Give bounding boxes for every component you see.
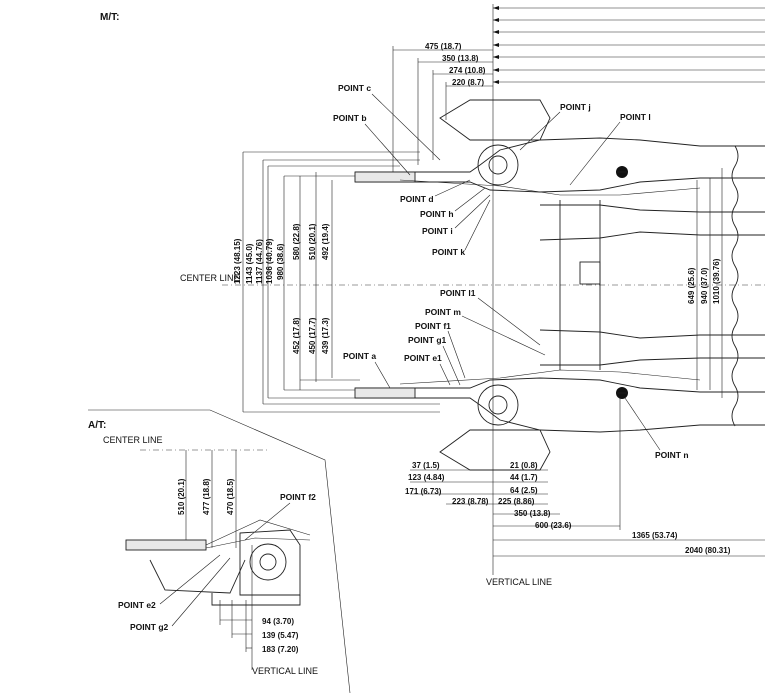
point-h-label: POINT h xyxy=(420,209,454,219)
bottom-dim-64: 64 (2.5) xyxy=(510,486,538,495)
at-left-dim-510: 510 (20.1) xyxy=(177,478,186,515)
bottom-dim-37: 37 (1.5) xyxy=(412,461,440,470)
point-l1-label: POINT l1 xyxy=(440,288,476,298)
at-vertical-line-label: VERTICAL LINE xyxy=(252,666,318,676)
at-bottom-dimension-lines xyxy=(219,545,253,670)
point-l-label: POINT l xyxy=(620,112,651,122)
left-dim-1036: 1036 (40.79) xyxy=(265,238,274,284)
at-frame-drawing xyxy=(125,519,311,606)
top-right-arrow-lines xyxy=(493,6,765,84)
at-left-dimension-lines xyxy=(185,450,237,548)
bottom-dim-225: 225 (8.86) xyxy=(498,497,535,506)
point-a-label: POINT a xyxy=(343,351,376,361)
left-dim-580: 580 (22.8) xyxy=(292,223,301,260)
left-dim-1137: 1137 (44.76) xyxy=(255,239,264,284)
bottom-dim-2040: 2040 (80.31) xyxy=(685,546,731,555)
point-j-label: POINT j xyxy=(560,102,591,112)
left-dim-450: 450 (17.7) xyxy=(308,317,317,354)
left-dim-1223: 1223 (48.15) xyxy=(233,238,242,284)
left-dim-492: 492 (19.4) xyxy=(321,223,330,260)
left-dim-510: 510 (20.1) xyxy=(308,223,317,260)
point-g2-label: POINT g2 xyxy=(130,622,169,632)
point-b-label: POINT b xyxy=(333,113,367,123)
bottom-dim-600: 600 (23.6) xyxy=(535,521,572,530)
at-center-line-label: CENTER LINE xyxy=(103,435,163,445)
at-left-dim-470: 470 (18.5) xyxy=(226,478,235,515)
point-k-label: POINT k xyxy=(432,247,465,257)
right-dimension-lines xyxy=(696,168,723,398)
left-dim-439: 439 (17.3) xyxy=(321,317,330,354)
point-g1-label: POINT g1 xyxy=(408,335,447,345)
top-dim-220: 220 (8.7) xyxy=(452,78,484,87)
bottom-dim-171: 171 (6.73) xyxy=(405,487,442,496)
right-dim-1010: 1010 (39.76) xyxy=(712,258,721,304)
bottom-dimension-lines xyxy=(410,398,765,557)
mt-section-label: M/T: xyxy=(100,12,119,23)
at-section-label: A/T: xyxy=(88,420,106,431)
point-f2-label: POINT f2 xyxy=(280,492,316,502)
vertical-line-label: VERTICAL LINE xyxy=(486,577,552,587)
at-bottom-dim-183: 183 (7.20) xyxy=(262,645,299,654)
bottom-dim-21: 21 (0.8) xyxy=(510,461,538,470)
point-e1-label: POINT e1 xyxy=(404,353,442,363)
top-dimension-lines xyxy=(392,46,493,175)
left-dim-980: 980 (38.6) xyxy=(276,243,285,280)
bottom-dim-123: 123 (4.84) xyxy=(408,473,445,482)
right-dim-940: 940 (37.0) xyxy=(700,267,709,304)
top-dim-475: 475 (18.7) xyxy=(425,42,462,51)
left-dim-1143: 1143 (45.0) xyxy=(245,243,254,284)
point-f1-label: POINT f1 xyxy=(415,321,451,331)
left-dimension-lines xyxy=(242,151,440,413)
at-left-dim-477: 477 (18.8) xyxy=(202,478,211,515)
bottom-dim-44: 44 (1.7) xyxy=(510,473,538,482)
top-dim-350: 350 (13.8) xyxy=(442,54,479,63)
top-dim-274: 274 (10.8) xyxy=(449,66,486,75)
bottom-dim-1365: 1365 (53.74) xyxy=(632,531,678,540)
point-m-label: POINT m xyxy=(425,307,461,317)
right-dim-649: 649 (25.6) xyxy=(687,267,696,304)
point-d-label: POINT d xyxy=(400,194,434,204)
point-e2-label: POINT e2 xyxy=(118,600,156,610)
bottom-dim-350: 350 (13.8) xyxy=(514,509,551,518)
at-bottom-dim-94: 94 (3.70) xyxy=(262,617,294,626)
left-dim-452: 452 (17.8) xyxy=(292,317,301,354)
at-inset-border xyxy=(88,409,351,694)
at-bottom-dim-139: 139 (5.47) xyxy=(262,631,299,640)
point-i-label: POINT i xyxy=(422,226,453,236)
bottom-dim-223: 223 (8.78) xyxy=(452,497,489,506)
point-n-label: POINT n xyxy=(655,450,689,460)
center-line-label: CENTER LINE xyxy=(180,273,240,283)
point-c-label: POINT c xyxy=(338,83,371,93)
frame-body-drawing xyxy=(354,99,765,471)
